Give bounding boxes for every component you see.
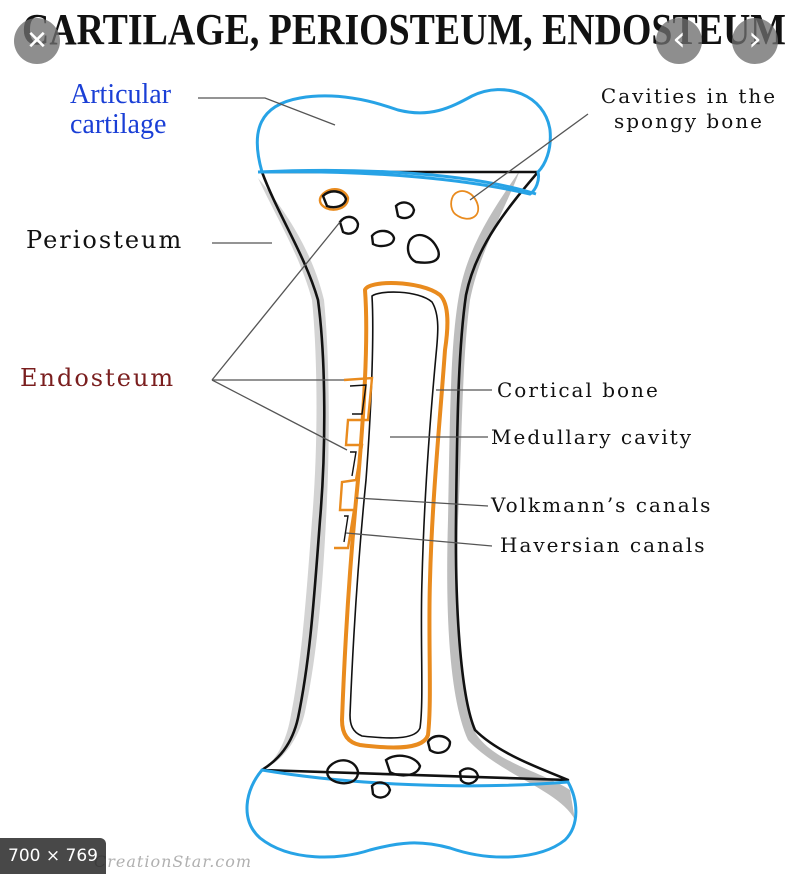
watermark: CreationStar.com: [94, 852, 253, 871]
image-size-badge: 700 × 769: [0, 838, 106, 874]
close-icon: ✕: [26, 26, 48, 56]
articular-cartilage-bottom: [245, 768, 578, 859]
medullary-cavity: [339, 281, 450, 750]
label-endosteum: Endosteum: [20, 364, 176, 392]
close-button[interactable]: ✕: [14, 18, 60, 64]
page-title: CARTILAGE, PERIOSTEUM, ENDOSTEUM: [22, 5, 786, 54]
canals: [334, 376, 374, 550]
chevron-left-icon: ‹: [672, 19, 686, 59]
previous-image-button[interactable]: ‹: [656, 18, 702, 64]
chevron-right-icon: ›: [748, 19, 762, 59]
label-cavities: Cavities in the spongy bone: [600, 84, 778, 133]
leader-lines: [198, 97, 589, 547]
articular-cartilage-top-line: [257, 168, 537, 196]
label-haversian-canals: Haversian canals: [500, 533, 707, 557]
bone-shadow-left: [258, 178, 329, 768]
label-volkmanns-canals: Volkmann’s canals: [491, 493, 713, 517]
articular-cartilage-top: [255, 88, 552, 196]
label-cortical-bone: Cortical bone: [497, 378, 660, 402]
label-articular-cartilage: Articular cartilage: [70, 79, 172, 140]
label-medullary-cavity: Medullary cavity: [491, 425, 694, 449]
bone-outline: [260, 170, 570, 782]
next-image-button[interactable]: ›: [732, 18, 778, 64]
spongy-cavities: [318, 188, 480, 799]
medullary-cavity-inner: [349, 291, 439, 739]
label-periosteum: Periosteum: [26, 226, 184, 254]
